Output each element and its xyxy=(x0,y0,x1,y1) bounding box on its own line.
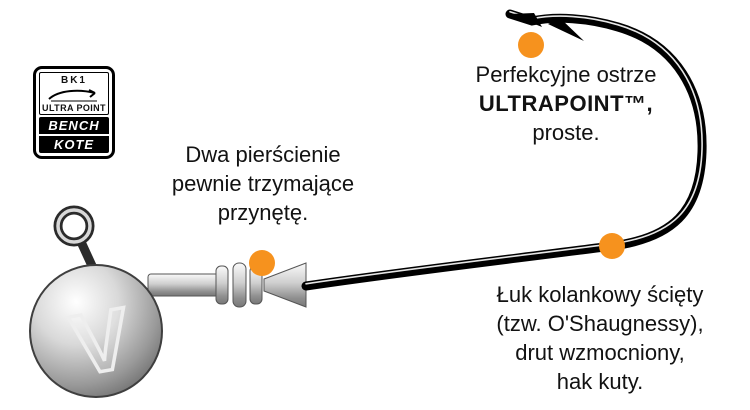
collar-shaft xyxy=(147,273,221,297)
annotation-collar-line1: Dwa pierścienie xyxy=(185,142,341,167)
marker-dot-point xyxy=(518,32,544,58)
badge-ultrapoint-label: ULTRA POINT xyxy=(42,103,106,113)
annotation-bend-line1: Łuk kolankowy ścięty xyxy=(496,282,704,307)
eyelet-neck xyxy=(77,242,98,270)
hook-sketch-icon xyxy=(48,89,97,102)
collar-cone xyxy=(263,262,307,308)
hook-barb xyxy=(548,18,584,41)
badge-model-label: BK1 xyxy=(60,75,87,86)
hook-wire-highlight xyxy=(305,10,703,285)
annotation-bend-line4: hak kuty. xyxy=(556,369,644,394)
badge-top-section: BK1 ULTRA POINT xyxy=(39,72,109,115)
badge-bottom-section: BENCH KOTE xyxy=(39,117,109,153)
annotation-point-line3: proste. xyxy=(532,120,600,145)
annotation-collar: Dwa pierścienie pewnie trzymające przynę… xyxy=(138,140,388,227)
annotation-point: Perfekcyjne ostrze ULTRAPOINT™, proste. xyxy=(438,60,694,147)
brand-ultra: ULTRA xyxy=(478,91,555,116)
badge-bench-label: BENCH xyxy=(39,117,109,136)
ultrapoint-badge: BK1 ULTRA POINT BENCH KOTE xyxy=(33,66,115,159)
hook-point-tip xyxy=(510,13,542,27)
marker-dot-collar xyxy=(249,250,275,276)
marker-dot-bend xyxy=(599,233,625,259)
annotation-bend-line2: (tzw. O'Shaugnessy), xyxy=(496,311,704,336)
badge-kote-label: KOTE xyxy=(53,137,95,152)
annotation-point-line1: Perfekcyjne ostrze xyxy=(475,62,657,87)
annotation-collar-line2: pewnie trzymające xyxy=(171,171,355,196)
keeper-ring-2 xyxy=(232,262,247,308)
annotation-bend: Łuk kolankowy ścięty (tzw. O'Shaugnessy)… xyxy=(462,280,738,396)
annotation-collar-line3: przynętę. xyxy=(217,200,309,225)
eyelet-ring-highlight xyxy=(56,208,92,244)
keeper-ring-1 xyxy=(215,265,229,305)
annotation-point-line2: ULTRAPOINT™, xyxy=(438,89,694,118)
jig-ball-head xyxy=(29,264,163,398)
annotation-bend-line3: drut wzmocniony, xyxy=(515,340,685,365)
brand-point: POINT™, xyxy=(554,91,654,116)
